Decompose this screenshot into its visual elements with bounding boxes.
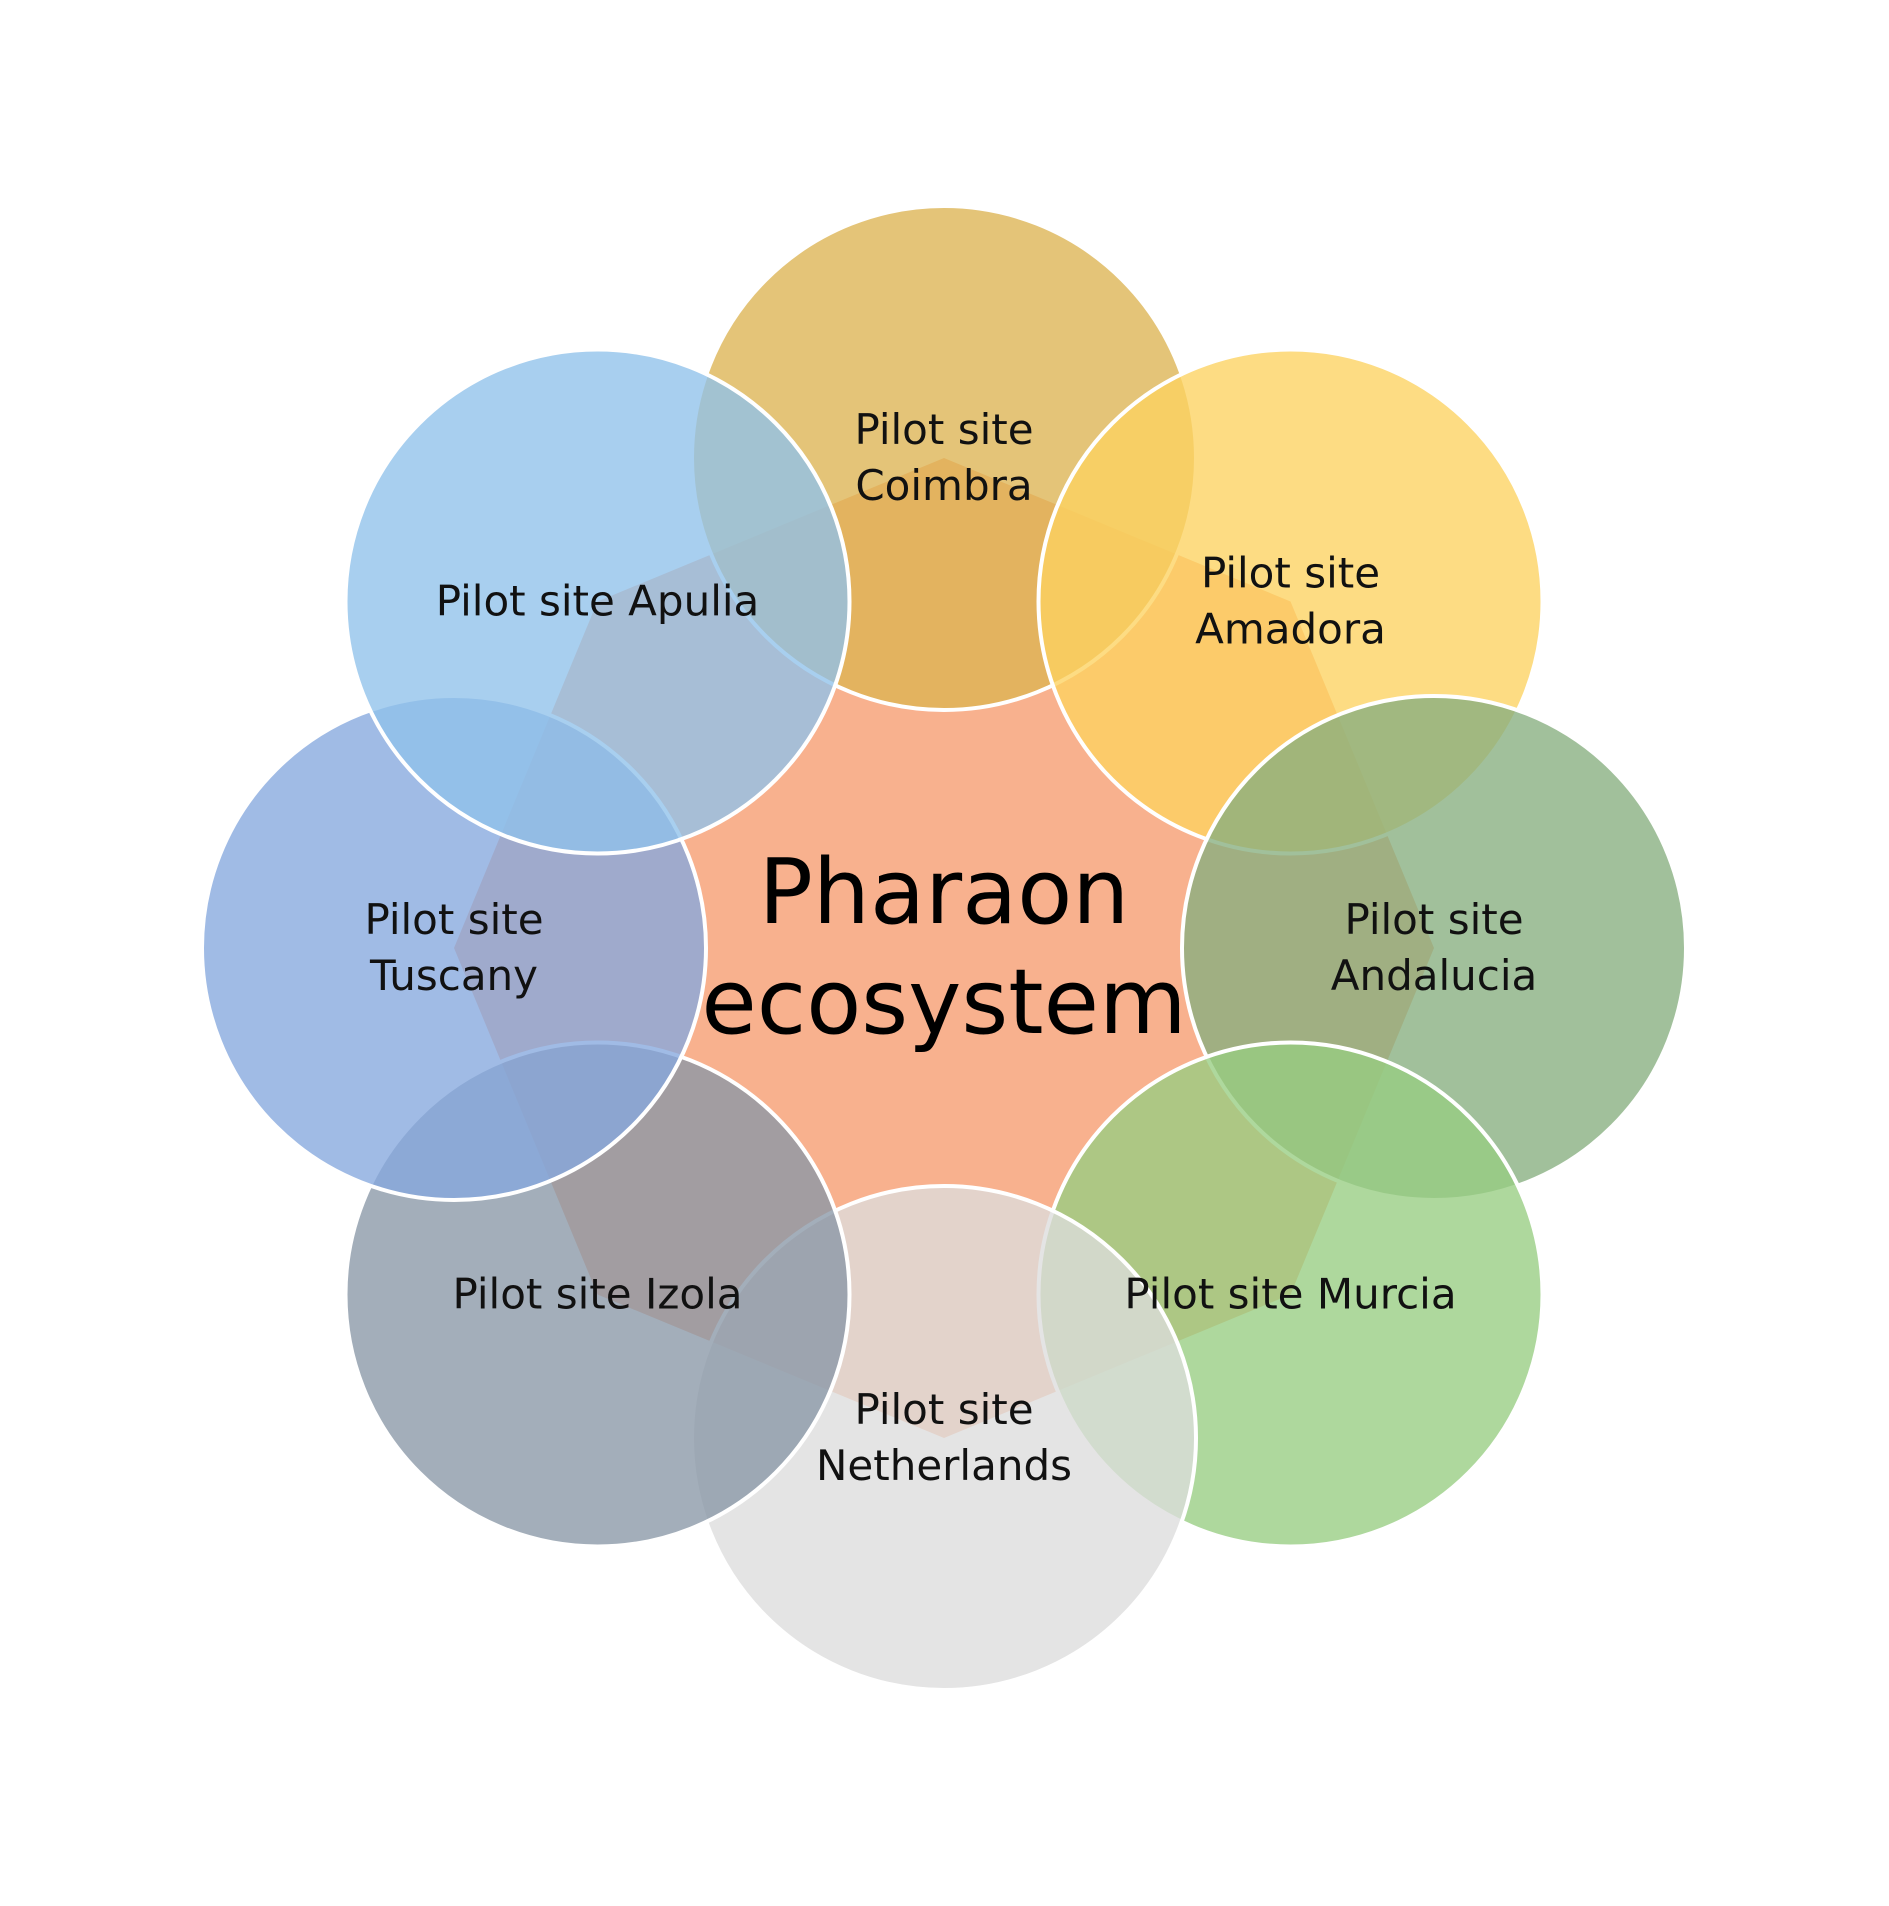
pilot-site-label-line: Pilot site Murcia — [1124, 1270, 1456, 1319]
pilot-site-label-line: Pilot site — [364, 895, 543, 944]
pilot-site-label-apulia: Pilot site Apulia — [436, 577, 760, 626]
pilot-site-label-line: Pilot site Apulia — [436, 577, 760, 626]
pilot-site-label-line: Pilot site — [854, 405, 1033, 454]
pilot-site-bubbles — [200, 204, 1688, 1692]
pilot-site-label-line: Coimbra — [855, 461, 1032, 510]
center-title-line: Pharaon — [759, 840, 1130, 945]
pilot-site-label-izola: Pilot site Izola — [452, 1270, 742, 1319]
pilot-site-label-line: Pilot site — [1344, 895, 1523, 944]
pilot-site-bubble-apulia — [343, 347, 852, 856]
pilot-site-label-line: Netherlands — [816, 1441, 1072, 1490]
pilot-site-label-line: Pilot site — [1201, 549, 1380, 598]
pilot-site-label-line: Tuscany — [369, 951, 538, 1000]
pilot-site-label-line: Andalucia — [1331, 951, 1538, 1000]
pilot-site-label-line: Amadora — [1195, 605, 1386, 654]
pilot-site-label-murcia: Pilot site Murcia — [1124, 1270, 1456, 1319]
pilot-site-label-line: Pilot site — [854, 1385, 1033, 1434]
center-title-line: ecosystem — [701, 950, 1186, 1055]
pilot-site-label-line: Pilot site Izola — [452, 1270, 742, 1319]
